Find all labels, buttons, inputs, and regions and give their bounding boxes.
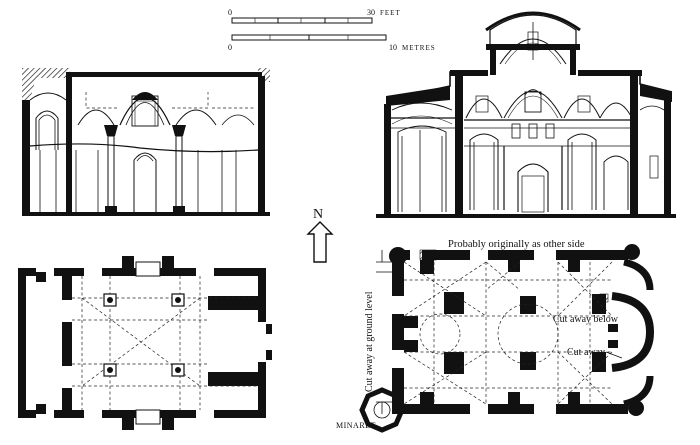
plan-drawing-left	[18, 256, 272, 430]
scale-feet-unit: FEET	[380, 9, 401, 17]
label-cut-away-below: Cut away below	[553, 314, 619, 325]
north-label: N	[313, 207, 323, 222]
scale-feet-end: 30	[367, 8, 375, 17]
label-minaret: MINARET	[336, 421, 376, 430]
section-drawing-left	[22, 68, 270, 216]
scale-metres-start: 0	[228, 43, 232, 52]
label-cut-away: Cut away	[567, 347, 605, 358]
section-drawing-right	[376, 11, 676, 218]
scale-metres-end: 10	[389, 43, 397, 52]
plan-drawing-right	[359, 244, 655, 433]
scale-feet-start: 0	[228, 8, 232, 17]
scale-bar: 0 30 FEET 0 10 METRES	[228, 8, 436, 52]
label-north-side: Probably originally as other side	[448, 239, 585, 250]
north-arrow: N	[306, 207, 334, 263]
scale-metres-unit: METRES	[402, 44, 436, 52]
label-ground-level: Cut away at ground level	[364, 291, 375, 392]
